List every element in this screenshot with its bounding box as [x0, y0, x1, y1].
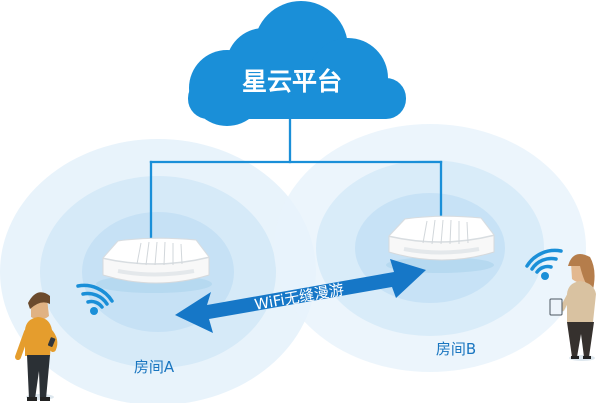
- person-with-phone-icon: [15, 292, 58, 401]
- wifi-signal-icon: [76, 283, 114, 315]
- access-point-room-b: [386, 215, 495, 273]
- room-b-label: 房间B: [436, 340, 476, 358]
- access-point-room-a: [96, 237, 212, 293]
- wifi-signal-icon: [525, 248, 563, 280]
- cloud-platform-label: 星云平台: [242, 67, 342, 96]
- room-a-label: 房间A: [134, 358, 175, 376]
- person-with-tablet-icon: [549, 254, 596, 361]
- cloud-icon: 星云平台: [188, 1, 406, 126]
